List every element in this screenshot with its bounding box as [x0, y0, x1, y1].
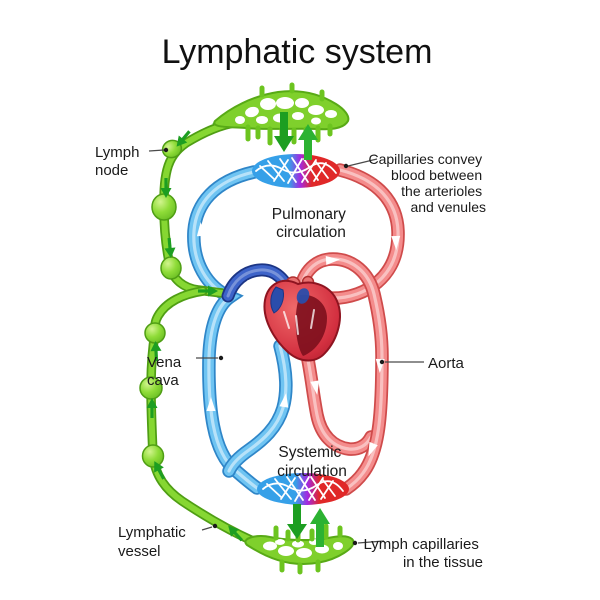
label-aorta: Aorta	[428, 355, 465, 372]
label-lymph-capillaries: Lymph capillaries in the tissue	[364, 536, 484, 571]
pulmonary-vein-red-vessel	[315, 163, 405, 305]
heart-illustration	[263, 275, 341, 362]
label-lymphatic-vessel: Lymphatic vessel	[118, 524, 190, 560]
vena-cava-and-pulmonary-vein-blue-vessel	[187, 165, 264, 495]
tissue-exchange-arrows-bottom	[287, 504, 330, 547]
label-systemic-circulation: Systemic circulation	[277, 444, 347, 480]
label-lymph-node: Lymph node	[95, 144, 144, 179]
page-title: Lymphatic system	[162, 33, 433, 71]
pulmonary-capillary-bed	[252, 154, 340, 188]
leader-lines	[148, 147, 424, 546]
systemic-capillary-bed	[257, 473, 349, 505]
lymph-capillary-network-bottom	[244, 523, 355, 575]
arrow-up-icon	[310, 508, 330, 547]
tissue-exchange-arrows-top	[274, 112, 318, 160]
inner-vein-blue-vessel	[222, 339, 293, 478]
lymphatic-vessel-lower-chain	[146, 286, 260, 547]
inner-artery-red-vessel	[299, 343, 378, 456]
label-pulmonary-circulation: Pulmonary circulation	[272, 206, 350, 241]
arrow-up-icon	[298, 124, 318, 160]
label-vena-cava: Vena cava	[147, 354, 185, 389]
label-capillaries: Capillaries convey blood between the art…	[369, 151, 487, 215]
arrow-down-icon	[287, 504, 307, 539]
arrow-down-icon	[274, 112, 294, 152]
